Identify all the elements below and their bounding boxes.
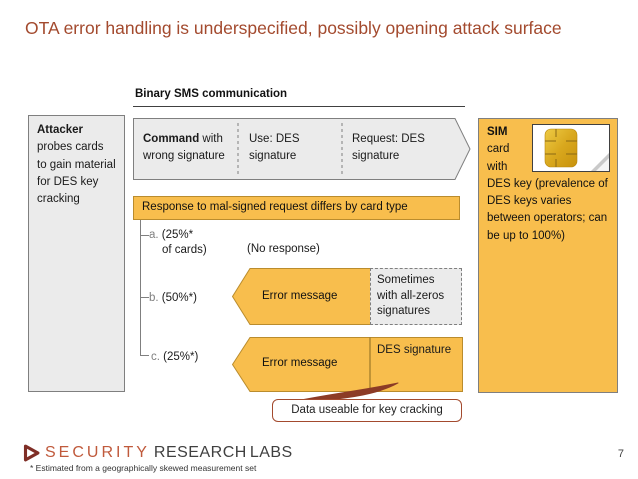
page-title: OTA error handling is underspecified, po…	[25, 18, 562, 38]
response-box: Response to mal-signed request differs b…	[133, 196, 460, 220]
branch-a-share: (25%*	[161, 229, 194, 241]
sim-card-icon	[532, 124, 610, 172]
sim-card-box: SIM card with DES key (prevalence of DES…	[478, 118, 618, 393]
des-signature-note: DES signature	[377, 344, 452, 356]
tree-tick-b	[141, 297, 149, 298]
branch-c-id: c.	[151, 351, 160, 363]
branch-c-share: (25%*)	[163, 351, 199, 363]
attacker-title: Attacker	[37, 124, 84, 136]
logo-security-text: SECURITY	[45, 444, 150, 461]
branch-b-share: (50%*)	[161, 292, 197, 304]
play-triangle-icon	[23, 444, 40, 462]
srlabs-logo: SECURITY RESEARCH LABS	[20, 441, 293, 465]
branch-a-label: a. (25%* of cards)	[149, 228, 207, 258]
footnote: * Estimated from a geographically skewed…	[30, 463, 257, 473]
attacker-body: probes cards to gain material for DES ke…	[37, 141, 116, 205]
command-arrow-shape	[133, 118, 471, 180]
page-number: 7	[617, 448, 624, 460]
branch-b-id: b.	[149, 292, 159, 304]
section-label: Binary SMS communication	[135, 88, 288, 100]
branch-a-result: (No response)	[247, 243, 320, 255]
tree-tick-c	[141, 355, 149, 356]
attacker-box: Attacker probes cards to gain material f…	[28, 115, 125, 392]
tree-vertical-line	[140, 220, 141, 356]
logo-labs-text: LABS	[249, 444, 293, 461]
error-message-arrow-b	[232, 268, 372, 325]
sim-text-detail: (prevalence of DES keys varies between o…	[487, 177, 608, 242]
error-message-label-c: Error message	[262, 357, 338, 369]
command-segment-1-rest: with wrong signature	[143, 133, 225, 162]
branch-b-label: b. (50%*)	[149, 291, 197, 306]
command-segment-3: Request: DES signature	[352, 133, 425, 162]
all-zeros-note: Sometimes with all-zeros signatures	[370, 268, 462, 325]
sim-text-bold: SIM	[487, 126, 508, 138]
error-message-label-b: Error message	[262, 290, 338, 302]
branch-a-id: a.	[149, 229, 159, 241]
logo-research-text: RESEARCH	[153, 444, 247, 461]
branch-a-share-line2: of cards)	[162, 243, 207, 256]
command-segment-1: Command with wrong signature	[143, 131, 238, 164]
tree-tick-a	[141, 235, 149, 236]
command-segment-1-bold: Command	[143, 133, 200, 145]
sim-text-rest: card with DES key	[487, 143, 535, 190]
key-cracking-callout: Data useable for key cracking	[272, 399, 462, 422]
section-underline	[133, 106, 465, 107]
branch-c-label: c. (25%*)	[151, 350, 198, 365]
command-segment-2: Use: DES signature	[249, 133, 300, 162]
